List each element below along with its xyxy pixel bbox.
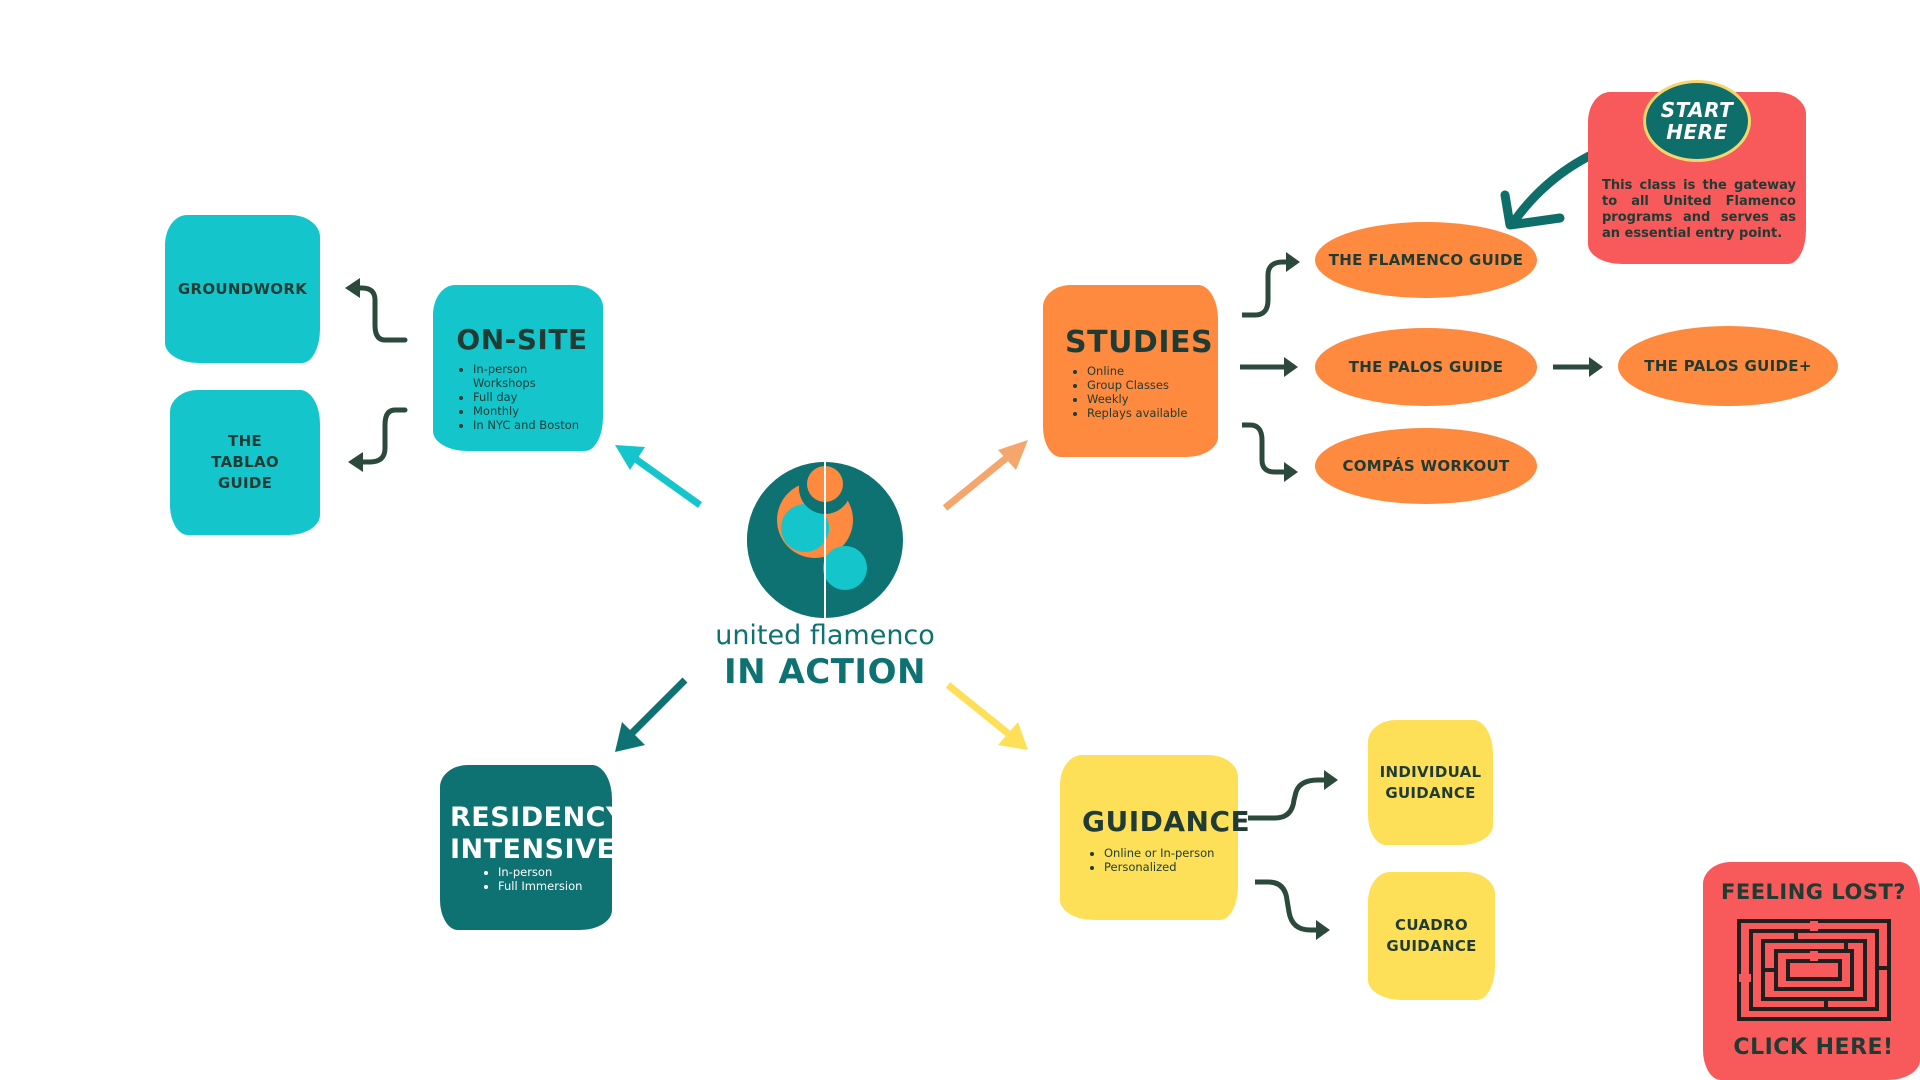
- studies-bullet: Group Classes: [1087, 378, 1208, 392]
- residency-bullet: In-person: [498, 865, 606, 879]
- guidance-bullets: Online or In-person Personalized: [1082, 846, 1228, 874]
- flamenco-guide-oval[interactable]: THE FLAMENCO GUIDE: [1315, 222, 1537, 298]
- start-here-note[interactable]: This class is the gateway to all United …: [1588, 92, 1806, 264]
- onsite-bullet: Full day: [473, 390, 593, 404]
- palos-guide-oval[interactable]: THE PALOS GUIDE: [1315, 328, 1537, 406]
- connector-guidance-individual: [1248, 777, 1325, 821]
- connector-guidance-cuadro: [1255, 879, 1318, 933]
- guidance-card[interactable]: GUIDANCE Online or In-person Personalize…: [1060, 755, 1251, 920]
- studies-bullet: Weekly: [1087, 392, 1208, 406]
- arrowhead-tablao: [348, 452, 363, 472]
- tablao-guide-card[interactable]: THE TABLAO GUIDE: [170, 390, 320, 535]
- onsite-bullets: In-person Workshops Full day Monthly In …: [451, 362, 593, 432]
- arrow-to-residency: [627, 677, 688, 738]
- connector-onsite-tablao: [357, 407, 408, 465]
- individual-guidance-label: INDIVIDUAL GUIDANCE: [1379, 762, 1482, 802]
- start-here-badge: START HERE: [1643, 80, 1751, 162]
- guidance-title: GUIDANCE: [1082, 805, 1251, 838]
- studies-bullet: Replays available: [1087, 406, 1208, 420]
- arrowhead-groundwork: [345, 278, 360, 298]
- groundwork-card[interactable]: GROUNDWORK: [165, 215, 320, 363]
- connector-studies-compas: [1242, 422, 1285, 475]
- cuadro-guidance-label: CUADRO GUIDANCE: [1386, 916, 1477, 955]
- studies-title: STUDIES: [1065, 325, 1214, 360]
- onsite-bullet: Monthly: [473, 404, 593, 418]
- residency-title-line2: INTENSIVES: [450, 834, 636, 865]
- residency-title-line1: RESIDENCY: [450, 802, 627, 833]
- arrow-to-studies: [942, 452, 1013, 511]
- start-here-description: This class is the gateway to all United …: [1602, 178, 1796, 241]
- click-here-label: CLICK HERE!: [1733, 1035, 1894, 1060]
- onsite-title: ON-SITE: [456, 323, 588, 356]
- onsite-bullet: In-person Workshops: [473, 362, 593, 390]
- brand-name: united flamenco: [715, 620, 935, 651]
- start-here-line1: START: [1660, 98, 1734, 122]
- onsite-bullet: In NYC and Boston: [473, 418, 593, 432]
- residency-bullets: In-person Full Immersion: [450, 865, 606, 893]
- onsite-card[interactable]: ON-SITE In-person Workshops Full day Mon…: [433, 285, 603, 451]
- maze-icon: [1737, 919, 1891, 1021]
- guidance-bullet: Personalized: [1104, 860, 1228, 874]
- start-here-line2: HERE: [1666, 120, 1728, 144]
- compas-workout-label: COMPÁS WORKOUT: [1342, 457, 1510, 475]
- studies-bullet: Online: [1087, 364, 1208, 378]
- residency-bullet: Full Immersion: [498, 879, 606, 893]
- arrow-to-guidance: [945, 682, 1013, 738]
- cuadro-guidance-card[interactable]: CUADRO GUIDANCE: [1368, 872, 1495, 1000]
- palos-guide-plus-oval[interactable]: THE PALOS GUIDE+: [1618, 326, 1838, 406]
- arrow-to-onsite: [627, 452, 703, 508]
- palos-guide-label: THE PALOS GUIDE: [1348, 358, 1504, 376]
- feeling-lost-card[interactable]: FEELING LOST? CLICK HERE!: [1703, 862, 1920, 1080]
- connector-studies-flamenco: [1242, 259, 1290, 318]
- tablao-guide-label: THE TABLAO GUIDE: [211, 432, 279, 492]
- connector-onsite-groundwork: [352, 285, 408, 343]
- flamenco-guide-label: THE FLAMENCO GUIDE: [1328, 251, 1524, 269]
- guidance-bullet: Online or In-person: [1104, 846, 1228, 860]
- logo-icon: [747, 460, 903, 620]
- studies-card[interactable]: STUDIES Online Group Classes Weekly Repl…: [1043, 285, 1218, 457]
- brand-subtitle: IN ACTION: [724, 652, 926, 692]
- palos-guide-plus-label: THE PALOS GUIDE+: [1644, 357, 1812, 375]
- individual-guidance-card[interactable]: INDIVIDUAL GUIDANCE: [1368, 720, 1493, 845]
- groundwork-label: GROUNDWORK: [177, 280, 308, 298]
- residency-card[interactable]: RESIDENCY INTENSIVES In-person Full Imme…: [440, 765, 636, 930]
- brand-logo: [745, 460, 905, 620]
- feeling-lost-title: FEELING LOST?: [1721, 880, 1906, 904]
- studies-bullets: Online Group Classes Weekly Replays avai…: [1065, 364, 1208, 420]
- compas-workout-oval[interactable]: COMPÁS WORKOUT: [1315, 428, 1537, 504]
